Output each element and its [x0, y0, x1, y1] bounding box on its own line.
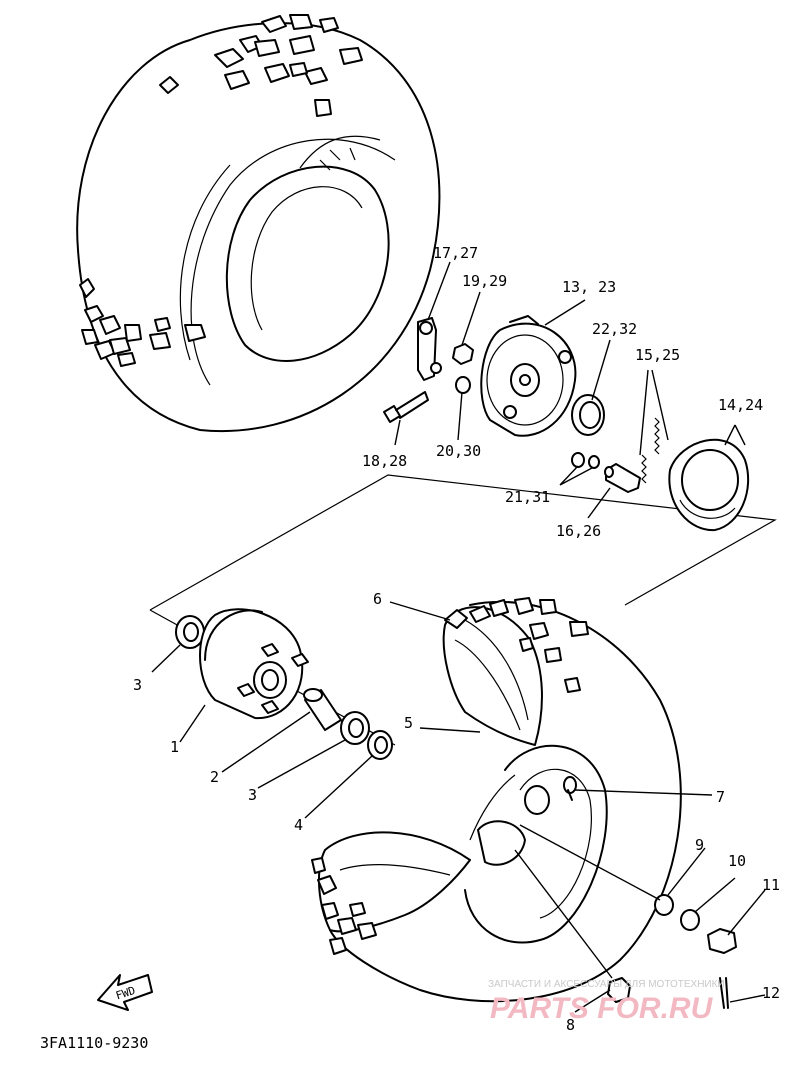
label-10: 10	[728, 852, 746, 870]
washer-10	[680, 909, 700, 931]
label-18-28: 18,28	[362, 452, 407, 470]
lower-tire-wheel	[311, 597, 737, 1009]
watermark-logo: PARTS FOR.RU	[490, 992, 714, 1025]
valve-stem	[567, 789, 573, 801]
label-17-27: 17,27	[433, 244, 478, 262]
label-16-26: 16,26	[556, 522, 601, 540]
fwd-label: FWD	[114, 984, 137, 1003]
bearing-right	[340, 711, 370, 745]
label-8: 8	[566, 1016, 575, 1034]
upper-tire	[76, 14, 441, 433]
oil-seal-hub	[367, 730, 393, 760]
leader-lines	[151, 261, 766, 1013]
label-7: 7	[716, 788, 725, 806]
label-6: 6	[373, 590, 382, 608]
hub-assembly	[175, 608, 393, 760]
label-12: 12	[762, 984, 780, 1002]
part-labels: 17,27 19,29 13, 23 22,32 15,25 14,24 18,…	[133, 244, 780, 1034]
label-15-25: 15,25	[635, 346, 680, 364]
diagram-code: 3FA1110-9230	[40, 1034, 148, 1052]
label-20-30: 20,30	[436, 442, 481, 460]
label-9: 9	[695, 836, 704, 854]
label-3-left: 3	[133, 676, 142, 694]
label-22-32: 22,32	[592, 320, 637, 338]
brake-camshaft	[604, 463, 641, 493]
nut-8	[607, 977, 631, 1003]
watermark-tagline: ЗАПЧАСТИ И АКСЕССУАРЫ ДЛЯ МОТОТЕХНИКИ	[488, 979, 725, 990]
cotter-pin	[719, 977, 729, 1009]
brake-shoes	[668, 424, 750, 532]
oil-seal	[571, 394, 605, 436]
label-1: 1	[170, 738, 179, 756]
bolt	[383, 391, 429, 423]
bearing-left	[175, 615, 205, 649]
label-13-23: 13, 23	[562, 278, 616, 296]
forward-direction-arrow: FWD	[97, 974, 153, 1011]
label-14-24: 14,24	[718, 396, 763, 414]
label-5: 5	[404, 714, 413, 732]
label-11: 11	[762, 876, 780, 894]
brake-assembly	[149, 315, 777, 746]
brake-cam-lever	[417, 317, 442, 381]
watermark: ЗАПЧАСТИ И АКСЕССУАРЫ ДЛЯ МОТОТЕХНИКИ PA…	[488, 979, 725, 1025]
label-19-29: 19,29	[462, 272, 507, 290]
brake-panel	[480, 315, 577, 437]
nut	[452, 343, 474, 365]
label-3-right: 3	[248, 786, 257, 804]
label-2: 2	[210, 768, 219, 786]
castle-nut	[707, 928, 737, 954]
label-4: 4	[294, 816, 303, 834]
spacer	[303, 688, 342, 731]
return-springs	[639, 369, 669, 484]
wheel-hub	[199, 608, 309, 720]
label-21-31: 21,31	[505, 488, 550, 506]
